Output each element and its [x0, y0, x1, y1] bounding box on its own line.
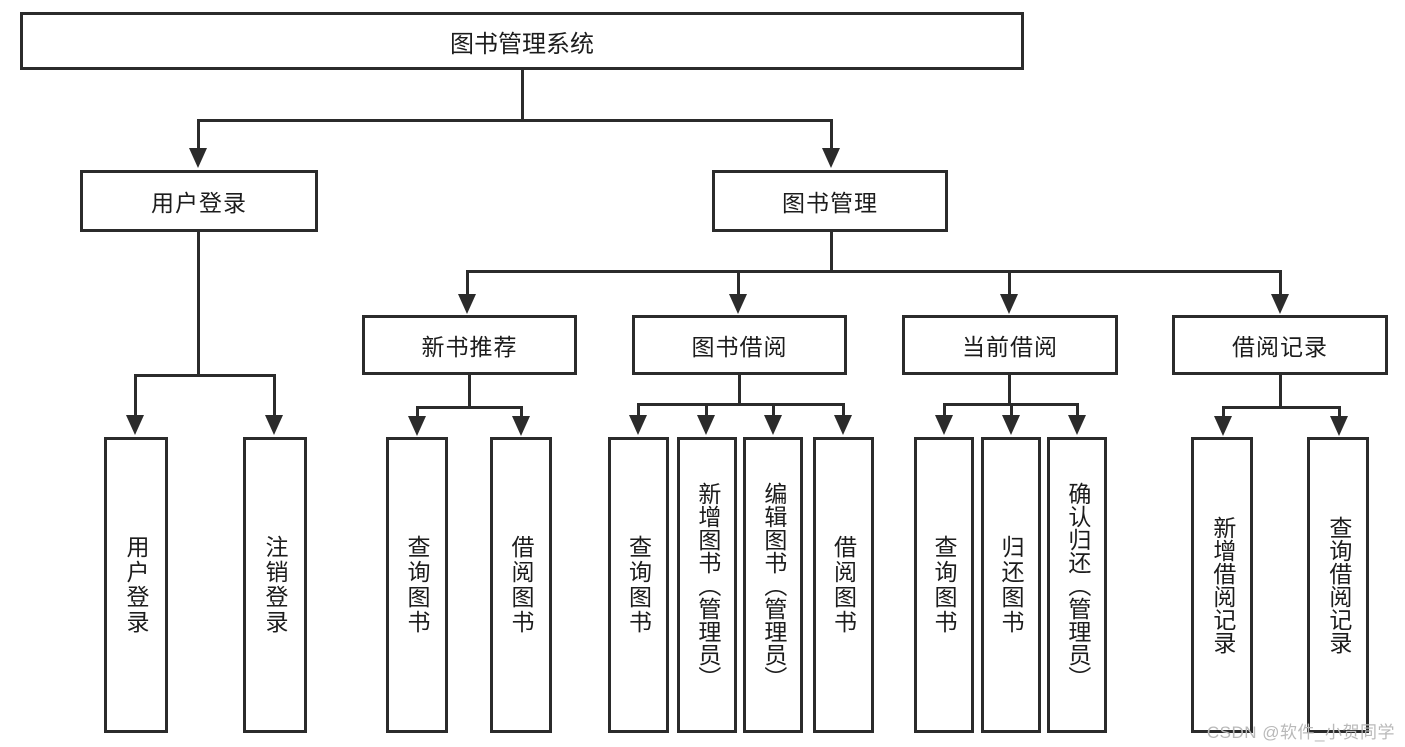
leaf-book-borrow-2: 编辑图书（管理员） [743, 437, 803, 733]
arrowhead-borrow-record [1271, 294, 1289, 314]
edge-current-borrow-to-leaf-0 [943, 403, 946, 417]
arrowhead-borrow-record-leaf-1 [1330, 416, 1348, 436]
edge-borrow-record-stem [1279, 375, 1282, 406]
edge-root-stem [521, 70, 524, 119]
arrowhead-new-book-leaf-0 [408, 416, 426, 436]
node-current-borrow: 当前借阅 [902, 315, 1118, 375]
edge-current-borrow-to-leaf-1 [1010, 403, 1013, 417]
node-label: 借阅图书 [830, 535, 857, 635]
arrowhead-to-book-mgmt [822, 148, 840, 168]
node-label: 查询图书 [404, 535, 431, 635]
leaf-borrow-record-1: 查询借阅记录 [1307, 437, 1369, 733]
node-label: 图书借阅 [691, 334, 788, 360]
arrowhead-user-login-leaf-0 [126, 415, 144, 435]
node-label: 图书管理 [782, 190, 878, 216]
leaf-current-borrow-2: 确认归还（管理员） [1047, 437, 1107, 733]
leaf-borrow-record-0: 新增借阅记录 [1191, 437, 1253, 733]
edge-user-login-stem [197, 232, 200, 374]
arrowhead-current-borrow-leaf-1 [1002, 415, 1020, 435]
node-user-login: 用户登录 [80, 170, 318, 232]
edge-book-borrow-to-leaf-2 [772, 403, 775, 417]
leaf-book-borrow-1: 新增图书（管理员） [677, 437, 737, 733]
edge-user-login-to-leaf-0 [134, 374, 137, 417]
node-label: 归还图书 [998, 535, 1025, 635]
node-label: 编辑图书（管理员） [760, 481, 787, 689]
edge-book-mgmt-bus [466, 270, 1282, 273]
edge-book-mgmt-to-new-book [466, 270, 469, 296]
leaf-book-borrow-3: 借阅图书 [813, 437, 874, 733]
edge-user-login-to-leaf-1 [273, 374, 276, 417]
arrowhead-book-borrow-leaf-0 [629, 415, 647, 435]
arrowhead-book-borrow-leaf-1 [697, 415, 715, 435]
node-label: 当前借阅 [962, 334, 1058, 360]
edge-new-book-to-leaf-1 [520, 406, 523, 419]
edge-new-book-bus [416, 406, 523, 409]
arrowhead-to-user-login [189, 148, 207, 168]
edge-book-mgmt-to-current-borrow [1008, 270, 1011, 296]
leaf-user-login-1: 注销登录 [243, 437, 307, 733]
node-label: 查询图书 [931, 535, 958, 635]
edge-book-mgmt-to-book-borrow [737, 270, 740, 296]
node-label: 查询借阅记录 [1325, 516, 1352, 654]
node-root-system: 图书管理系统 [20, 12, 1024, 70]
arrowhead-book-borrow [729, 294, 747, 314]
edge-borrow-record-to-leaf-0 [1222, 406, 1225, 419]
node-label: 用户登录 [151, 190, 247, 216]
node-label: 查询图书 [625, 535, 652, 635]
node-label: 新增图书（管理员） [694, 481, 721, 689]
leaf-new-book-0: 查询图书 [386, 437, 448, 733]
node-book-borrow: 图书借阅 [632, 315, 847, 375]
watermark-text: CSDN @软件_小贺同学 [1206, 723, 1395, 742]
node-book-management: 图书管理 [712, 170, 948, 232]
arrowhead-current-borrow-leaf-2 [1068, 415, 1086, 435]
node-label: 用户登录 [123, 535, 150, 635]
arrowhead-book-borrow-leaf-3 [834, 415, 852, 435]
node-label: 注销登录 [262, 535, 289, 635]
node-label: 图书管理系统 [450, 30, 594, 58]
arrowhead-book-borrow-leaf-2 [764, 415, 782, 435]
arrowhead-user-login-leaf-1 [265, 415, 283, 435]
node-new-book-recommend: 新书推荐 [362, 315, 577, 375]
edge-book-borrow-stem [738, 375, 741, 403]
arrowhead-current-borrow-leaf-0 [935, 415, 953, 435]
node-label: 借阅图书 [508, 535, 535, 635]
edge-current-borrow-stem [1008, 375, 1011, 403]
edge-new-book-stem [468, 375, 471, 406]
edge-new-book-to-leaf-0 [416, 406, 419, 419]
arrowhead-new-book [458, 294, 476, 314]
edge-borrow-record-to-leaf-1 [1338, 406, 1341, 419]
node-label: 确认归还（管理员） [1064, 481, 1091, 689]
edge-book-borrow-bus [637, 403, 845, 406]
edge-borrow-record-bus [1222, 406, 1341, 409]
leaf-book-borrow-0: 查询图书 [608, 437, 669, 733]
node-label: 新书推荐 [421, 334, 518, 360]
edge-root-bus [197, 119, 833, 122]
edge-user-login-bus [134, 374, 273, 377]
leaf-current-borrow-1: 归还图书 [981, 437, 1041, 733]
arrowhead-borrow-record-leaf-0 [1214, 416, 1232, 436]
node-borrow-record: 借阅记录 [1172, 315, 1388, 375]
edge-book-mgmt-stem [830, 232, 833, 270]
edge-book-borrow-to-leaf-1 [705, 403, 708, 417]
edge-root-to-user-login [197, 119, 200, 150]
arrowhead-current-borrow [1000, 294, 1018, 314]
edge-book-mgmt-to-borrow-record [1279, 270, 1282, 296]
leaf-user-login-0: 用户登录 [104, 437, 168, 733]
arrowhead-new-book-leaf-1 [512, 416, 530, 436]
edge-root-to-book-mgmt [830, 119, 833, 150]
node-label: 借阅记录 [1232, 334, 1328, 360]
node-label: 新增借阅记录 [1209, 516, 1236, 654]
edge-book-borrow-to-leaf-3 [842, 403, 845, 417]
edge-current-borrow-to-leaf-2 [1076, 403, 1079, 417]
leaf-new-book-1: 借阅图书 [490, 437, 552, 733]
edge-book-borrow-to-leaf-0 [637, 403, 640, 417]
leaf-current-borrow-0: 查询图书 [914, 437, 974, 733]
